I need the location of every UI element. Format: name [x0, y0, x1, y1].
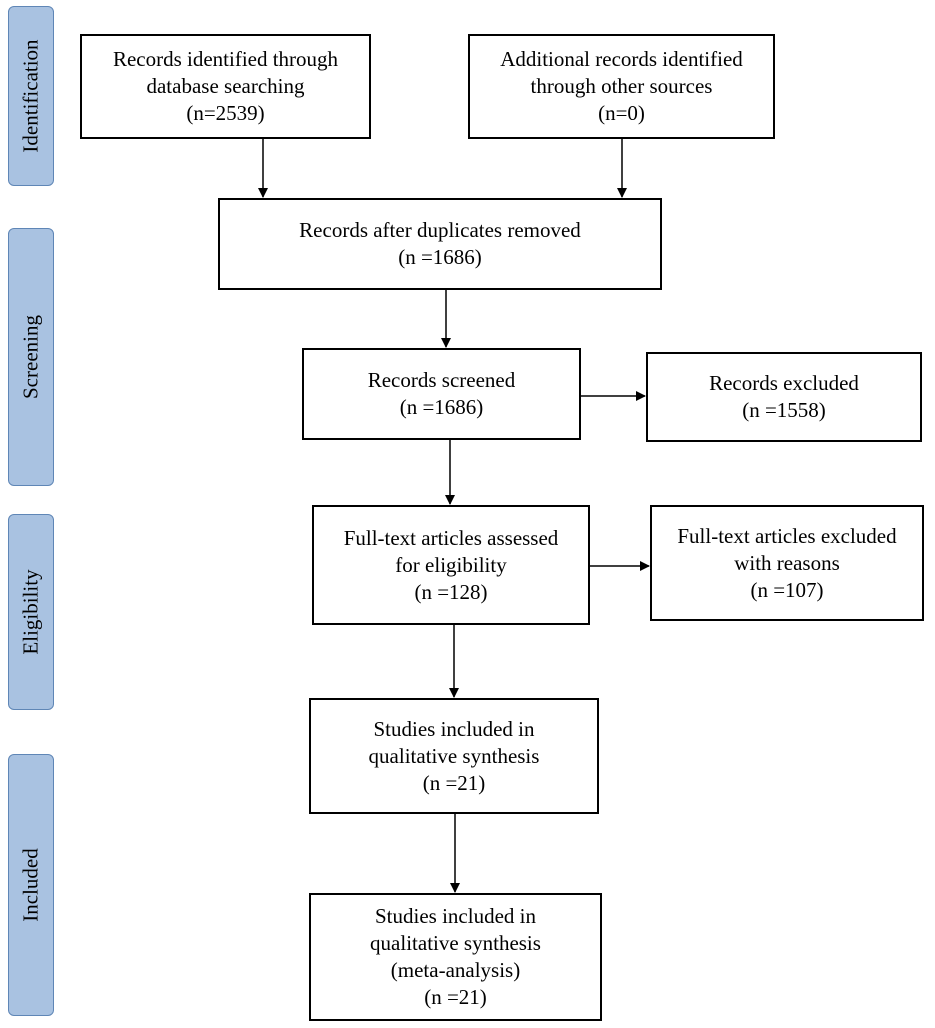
phase-included-label: Included: [18, 848, 43, 922]
box-line: (n =1558): [742, 398, 826, 422]
box-line: Studies included in: [373, 716, 535, 741]
box-line: (n =107): [750, 577, 824, 602]
box-line: (n=0): [598, 101, 645, 125]
phase-included: Included: [8, 754, 54, 1016]
box-line: Additional records identified: [500, 47, 743, 71]
phase-screening: Screening: [8, 228, 54, 486]
box-line: Records after duplicates removed: [299, 218, 581, 242]
box-line: Full-text articles assessed: [343, 525, 559, 550]
box-line: qualitative synthesis: [370, 931, 541, 955]
box-meta-analysis: Studies included in qualitative synthesi…: [309, 893, 602, 1021]
box-line: qualitative synthesis: [368, 743, 540, 768]
box-records-excluded: Records excluded (n =1558): [646, 352, 922, 442]
box-duplicates-removed: Records after duplicates removed (n =168…: [218, 198, 662, 290]
box-records-screened: Records screened (n =1686): [302, 348, 581, 440]
box-line: database searching: [146, 74, 305, 98]
box-fulltext-assessed: Full-text articles assessed for eligibil…: [312, 505, 590, 625]
box-line: Records screened: [367, 368, 516, 392]
box-database-records: Records identified through database sear…: [80, 34, 371, 139]
box-line: Studies included in: [375, 904, 536, 928]
box-qualitative-synthesis: Studies included in qualitative synthesi…: [309, 698, 599, 814]
box-line: (n =1686): [399, 395, 484, 419]
box-line: Full-text articles excluded: [677, 523, 897, 548]
box-line: (n =128): [414, 579, 488, 604]
box-line: Records excluded: [709, 371, 859, 395]
phase-identification-label: Identification: [18, 39, 43, 153]
box-fulltext-excluded: Full-text articles excluded with reasons…: [650, 505, 924, 621]
box-line: (n =21): [424, 985, 487, 1009]
box-line: (n=2539): [186, 101, 265, 125]
box-line: through other sources: [530, 74, 713, 98]
box-other-sources: Additional records identified through ot…: [468, 34, 775, 139]
phase-screening-label: Screening: [18, 315, 43, 399]
box-line: (n =21): [422, 770, 486, 795]
box-line: Records identified through: [112, 47, 339, 71]
phase-identification: Identification: [8, 6, 54, 186]
phase-eligibility-label: Eligibility: [18, 569, 43, 655]
box-line: for eligibility: [395, 552, 507, 577]
box-line: (meta-analysis): [390, 958, 521, 982]
box-line: with reasons: [734, 550, 840, 575]
phase-eligibility: Eligibility: [8, 514, 54, 710]
box-line: (n =1686): [398, 245, 482, 269]
